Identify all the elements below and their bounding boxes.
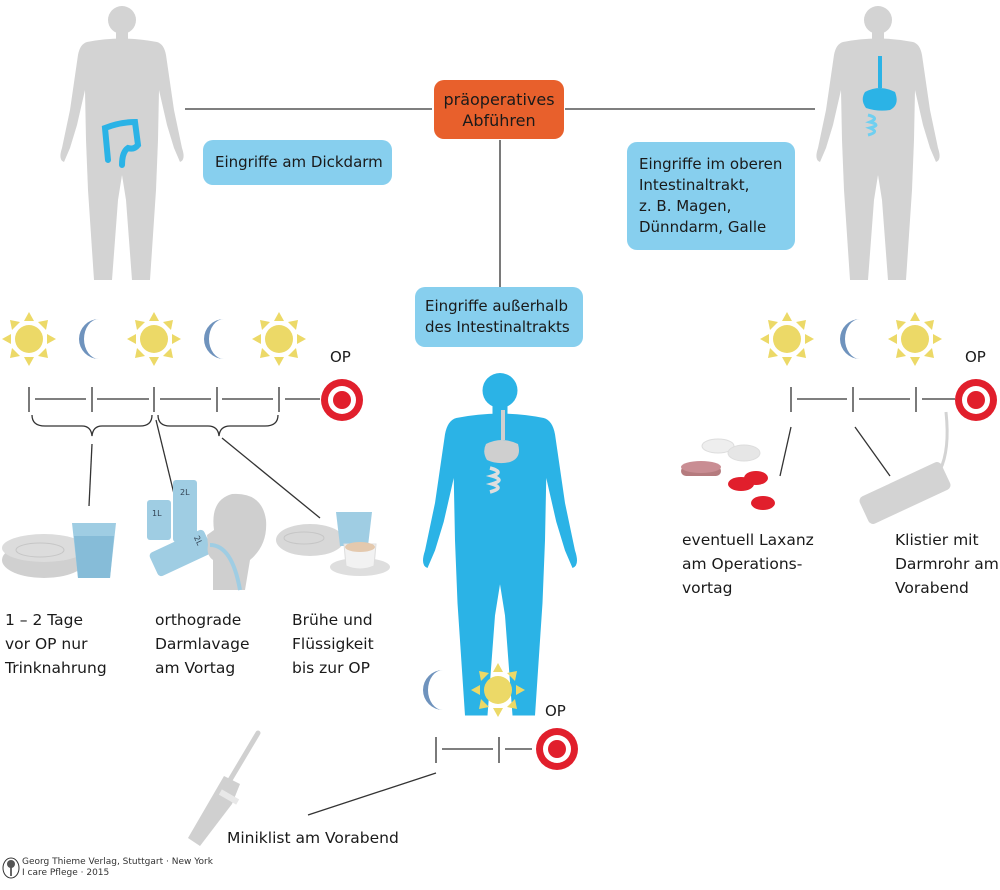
sun-icon [252,312,306,366]
timeline-center [307,663,578,816]
sun-icon [127,312,181,366]
caption-broth: Brühe und Flüssigkeit bis zur OP [292,611,374,677]
caption-liquid-diet: 1 – 2 Tage vor OP nur Trinknahrung [5,611,107,677]
sun-icon [471,663,525,717]
category-box-extra-intestinal: Eingriffe außerhalb des Intestinaltrakts [415,287,583,347]
sun-icon [760,312,814,366]
op-label-center: OP [545,702,566,720]
body-figure-right [816,6,940,280]
timeline-left [2,312,363,519]
digestive-organs-icon [484,410,519,494]
sun-icon [2,312,56,366]
caption-laxative: eventuell Laxanz am Operations- vortag [682,531,814,597]
moon-icon [204,319,224,359]
lavage-cups-and-head-icon: 1L 2L 2L [147,480,267,591]
svg-text:2L: 2L [192,534,204,547]
colon-icon [101,118,142,168]
stomach-icon [862,56,897,137]
bowl-and-glass-icon [2,523,116,578]
op-target-icon [955,379,997,421]
op-label-left: OP [330,348,351,366]
moon-icon [423,670,443,710]
miniklist-icon [188,730,261,846]
title-box: präoperatives Abführen [434,80,564,139]
moon-icon [79,319,99,359]
enema-tube-icon [859,411,951,524]
category-box-upper-intestinal: Eingriffe im oberen Intestinaltrakt, z. … [627,142,795,250]
op-target-icon [321,379,363,421]
sun-icon [888,312,942,366]
category-box-large-intestine: Eingriffe am Dickdarm [203,140,392,185]
body-figure-left [60,6,184,280]
svg-text:1L: 1L [152,509,162,518]
moon-icon [840,319,860,359]
connector-lines [185,108,815,287]
publisher-logo [2,857,20,879]
body-figure-center [423,373,577,716]
svg-text:2L: 2L [180,488,190,497]
op-target-icon [536,728,578,770]
bowl-glass-cup-icon [276,512,390,576]
op-label-right: OP [965,348,986,366]
publisher-credit: Georg Thieme Verlag, Stuttgart · New Yor… [22,857,213,878]
caption-miniklist: Miniklist am Vorabend [227,829,399,847]
pills-icon [681,438,775,510]
timeline-right [760,312,997,477]
caption-enema: Klistier mit Darmrohr am Vorabend [895,531,999,597]
caption-lavage: orthograde Darmlavage am Vortag [155,611,250,677]
